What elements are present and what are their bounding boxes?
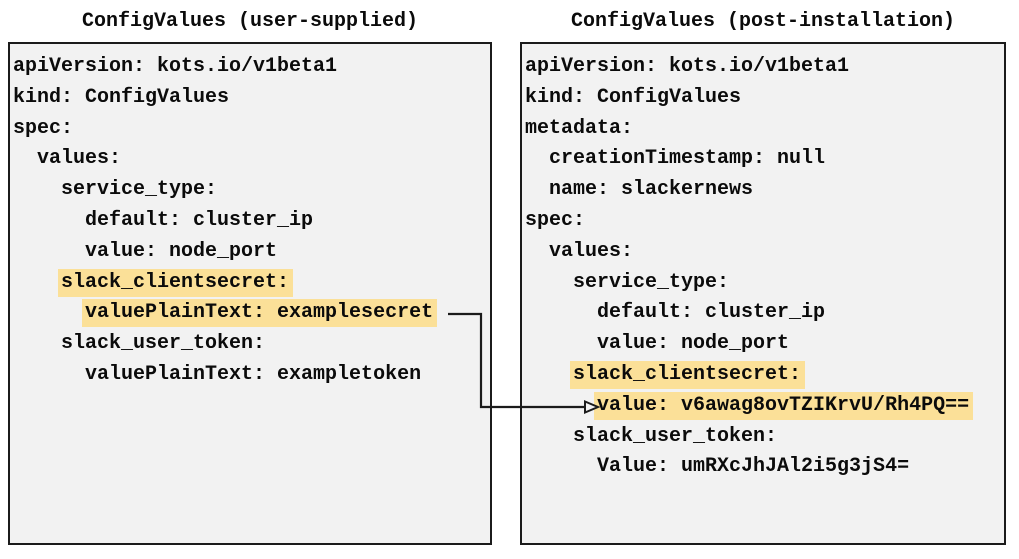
code-line: slack_user_token: (525, 422, 1001, 453)
code-line: values: (13, 144, 487, 175)
panel-title-user-supplied: ConfigValues (user-supplied) (81, 10, 419, 33)
code-line: slack_clientsecret: (525, 360, 1001, 391)
code-text: apiVersion: kots.io/v1beta1 (13, 55, 338, 78)
code-text: spec: (13, 116, 74, 140)
code-text: values: (37, 147, 122, 171)
code-text: name: slackernews (549, 178, 754, 202)
code-line: default: cluster_ip (13, 206, 487, 237)
code-line: metadata: (525, 114, 1001, 145)
codebox-user-supplied: apiVersion: kots.io/v1beta1 kind: ConfigV… (8, 42, 492, 545)
code-line: kind: ConfigValues (13, 83, 487, 114)
highlighted-code: slack_clientsecret: (570, 360, 806, 389)
code-line: slack_user_token: (13, 329, 487, 360)
panel-title-post-installation: ConfigValues (post-installation) (570, 10, 956, 33)
code-text: valuePlainText: exampletoken (85, 362, 422, 386)
code-line: service_type: (13, 175, 487, 206)
code-text: metadata: (525, 116, 634, 140)
code-line: default: cluster_ip (525, 298, 1001, 329)
code-line: service_type: (525, 268, 1001, 299)
code-text: values: (549, 239, 634, 263)
code-text: value: node_port (597, 332, 790, 356)
code-text: value: node_port (85, 239, 278, 263)
code-line: valuePlainText: exampletoken (13, 360, 487, 391)
code-line: spec: (525, 206, 1001, 237)
code-line: spec: (13, 114, 487, 145)
code-text: Value: umRXcJhJAl2i5g3jS4= (597, 455, 910, 479)
code-line: apiVersion: kots.io/v1beta1 (525, 52, 1001, 83)
code-line: value: node_port (525, 329, 1001, 360)
code-line: valuePlainText: examplesecret (13, 298, 487, 329)
code-line: slack_clientsecret: (13, 268, 487, 299)
code-text: service_type: (573, 270, 730, 294)
highlighted-code: value: v6awag8ovTZIKrvU/Rh4PQ== (594, 391, 974, 420)
code-text: service_type: (61, 178, 218, 202)
code-text: default: cluster_ip (597, 301, 826, 325)
code-text: spec: (525, 208, 586, 232)
codebox-post-installation: apiVersion: kots.io/v1beta1 kind: ConfigV… (520, 42, 1006, 545)
code-line: name: slackernews (525, 175, 1001, 206)
code-text: slack_user_token: (61, 332, 266, 356)
code-line: value: node_port (13, 237, 487, 268)
code-line: creationTimestamp: null (525, 144, 1001, 175)
code-text: slack_user_token: (573, 424, 778, 448)
code-line: Value: umRXcJhJAl2i5g3jS4= (525, 452, 1001, 483)
highlighted-code: slack_clientsecret: (58, 268, 294, 297)
code-text: creationTimestamp: null (549, 147, 826, 171)
code-text: kind: ConfigValues (13, 85, 230, 109)
code-line: value: v6awag8ovTZIKrvU/Rh4PQ== (525, 391, 1001, 422)
code-text: kind: ConfigValues (525, 85, 742, 109)
code-text: default: cluster_ip (85, 208, 314, 232)
code-text: apiVersion: kots.io/v1beta1 (525, 55, 850, 78)
code-line: values: (525, 237, 1001, 268)
code-line: kind: ConfigValues (525, 83, 1001, 114)
code-line: apiVersion: kots.io/v1beta1 (13, 52, 487, 83)
highlighted-code: valuePlainText: examplesecret (82, 299, 438, 328)
